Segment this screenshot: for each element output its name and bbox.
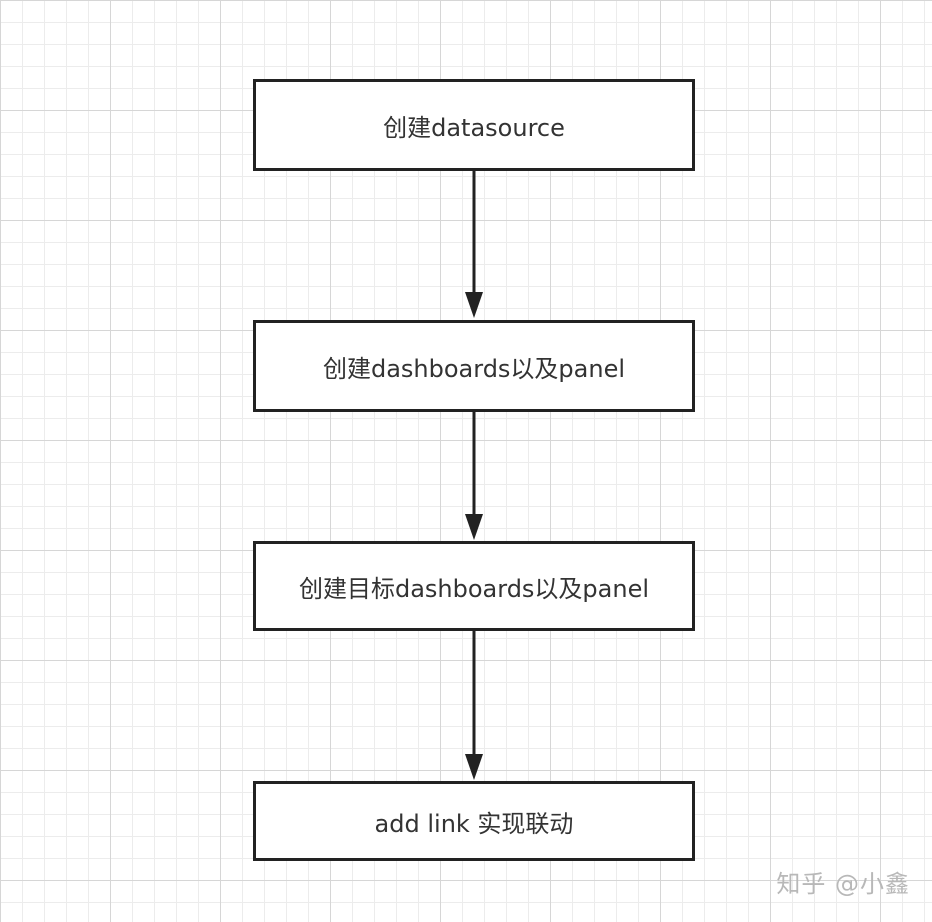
- node-create-datasource[interactable]: 创建datasource: [253, 79, 695, 171]
- node-label: 创建dashboards以及panel: [322, 354, 626, 383]
- node-create-dashboards-panel[interactable]: 创建dashboards以及panel: [253, 320, 695, 412]
- edge-n3-n4: [465, 631, 483, 780]
- edge-n2-n3: [465, 412, 483, 540]
- node-add-link[interactable]: add link 实现联动: [253, 781, 695, 861]
- watermark: 知乎 @小鑫: [776, 870, 910, 898]
- node-label: 创建目标dashboards以及panel: [298, 574, 650, 603]
- node-create-target-dashboards-panel[interactable]: 创建目标dashboards以及panel: [253, 541, 695, 631]
- edge-n1-n2: [465, 171, 483, 318]
- node-label: 创建datasource: [383, 113, 565, 142]
- node-label: add link 实现联动: [374, 809, 574, 838]
